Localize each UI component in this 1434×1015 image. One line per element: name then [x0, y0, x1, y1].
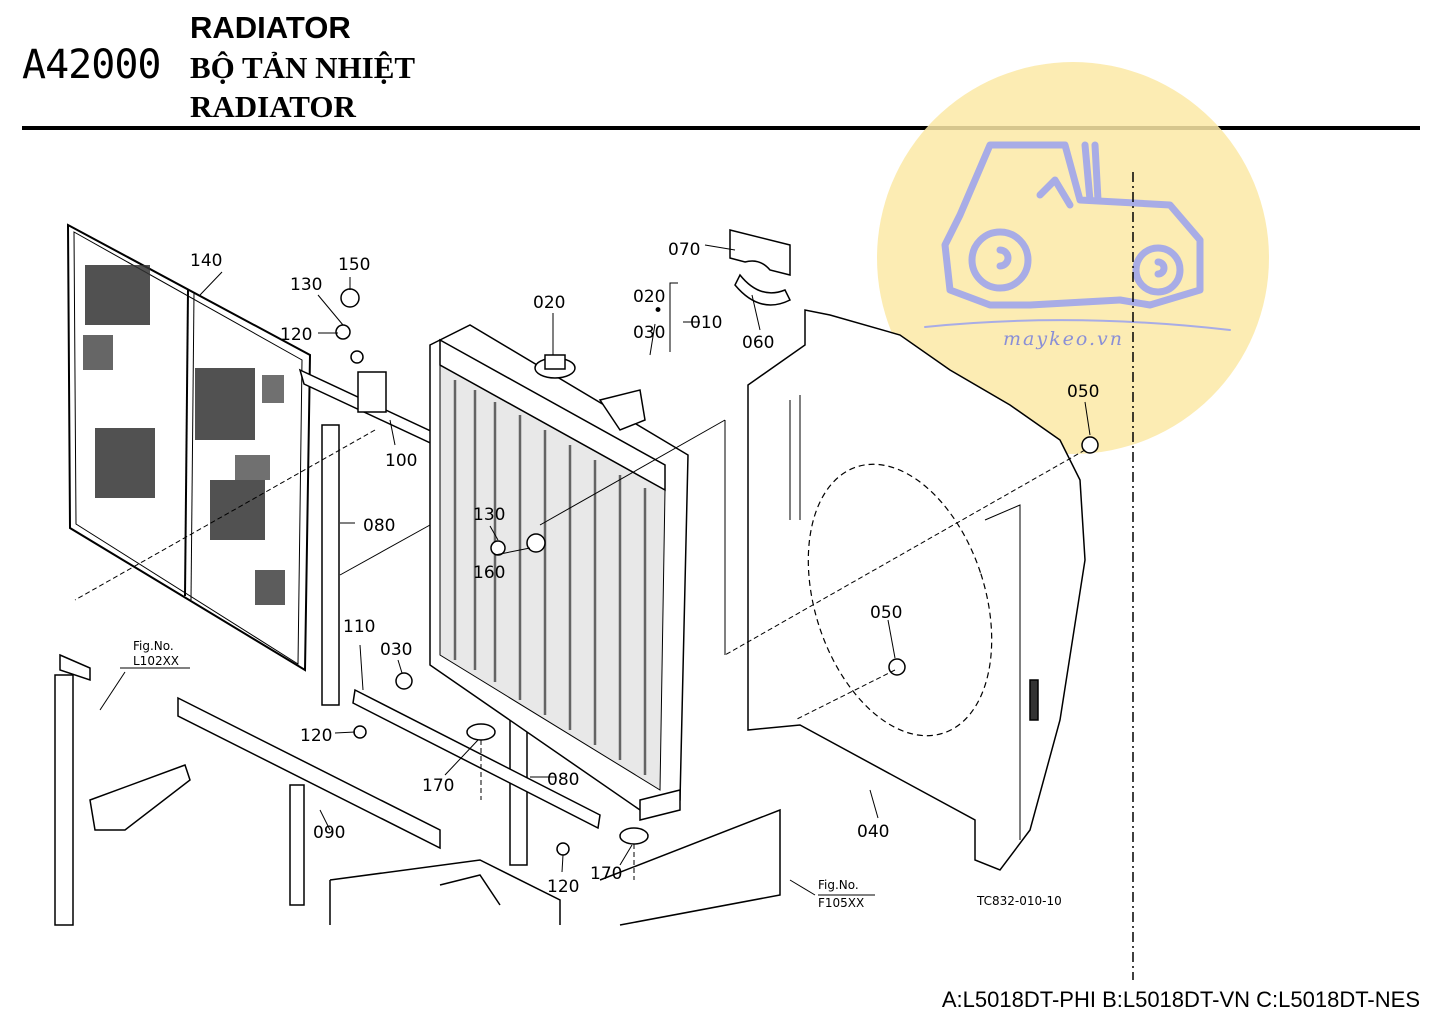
part-rod-080-left: [321, 424, 340, 706]
title-english-serif: RADIATOR: [190, 89, 356, 124]
watermark: maykeo.vn: [877, 62, 1269, 454]
callout-080-right: 080: [547, 770, 579, 790]
drawing-code: TC832-010-10: [976, 894, 1062, 908]
assembly-lines: [74, 429, 1086, 880]
part-shroud-040: [747, 309, 1086, 871]
cushion-170-right: [619, 827, 649, 845]
leader-lines: [99, 244, 1091, 896]
bolt-120-bottom: [556, 842, 570, 856]
callout-labels: 140 150 130 120 020 020 • 030 010 070 06…: [133, 240, 1099, 910]
callout-020-cap: 020: [533, 293, 565, 313]
callout-120-top: 120: [280, 325, 312, 345]
part-screen-140: [66, 223, 312, 672]
callout-130-top: 130: [290, 275, 322, 295]
callout-020-set: 020: [633, 287, 665, 307]
callout-050-mid: 050: [870, 603, 902, 623]
callout-170-right: 170: [590, 864, 622, 884]
callout-dot: •: [653, 301, 663, 321]
callout-120-bottom: 120: [547, 877, 579, 897]
cushion-170-left: [466, 723, 496, 741]
header-rule: [22, 126, 1420, 130]
callout-050-top: 050: [1067, 382, 1099, 402]
fig-ref-2-label: Fig.No.: [818, 878, 859, 892]
bolt-120-left: [353, 725, 367, 739]
frame-structure: [54, 653, 781, 926]
callout-090: 090: [313, 823, 345, 843]
solid-guides: [339, 419, 726, 655]
bolt-050-top: [1081, 436, 1099, 454]
clamp-150: [340, 288, 360, 308]
model-footer: A:L5018DT-PHI B:L5018DT-VN C:L5018DT-NES: [941, 987, 1420, 1012]
fig-ref-2-code: F105XX: [818, 896, 864, 910]
fig-ref-1-code: L102XX: [133, 654, 179, 668]
callout-170-left: 170: [422, 776, 454, 796]
part-bar-090: [177, 696, 441, 850]
tractor-logo-icon: [924, 141, 1231, 331]
watermark-text: maykeo.vn: [1003, 328, 1124, 350]
callout-060: 060: [742, 333, 774, 353]
callout-160: 160: [473, 563, 505, 583]
title-vietnamese: BỘ TẢN NHIỆT: [190, 50, 416, 85]
bolt-130-top: [335, 324, 351, 340]
callout-080-left: 080: [363, 516, 395, 536]
callout-100: 100: [385, 451, 417, 471]
callout-150: 150: [338, 255, 370, 275]
watermark-circle: [877, 62, 1269, 454]
part-bushing-070-060: [729, 229, 792, 306]
callout-030-set: 030: [633, 323, 665, 343]
bolt-130-mid: [490, 540, 506, 556]
callout-140: 140: [190, 251, 222, 271]
bolt-030: [395, 672, 413, 690]
bolt-050-mid: [888, 658, 906, 676]
callout-130-mid: 130: [473, 505, 505, 525]
part-bracket-110: [352, 688, 601, 830]
fasteners: [335, 288, 1099, 856]
callout-030-bolt: 030: [380, 640, 412, 660]
bolt-120-top: [350, 350, 364, 364]
page-code: A42000: [22, 42, 161, 88]
part-radiator-core: [429, 324, 689, 821]
callout-070: 070: [668, 240, 700, 260]
callout-120-left: 120: [300, 726, 332, 746]
fig-ref-1-label: Fig.No.: [133, 639, 174, 653]
clamp-160: [526, 533, 546, 553]
callout-010: 010: [690, 313, 722, 333]
callout-040: 040: [857, 822, 889, 842]
title-english: RADIATOR: [190, 10, 351, 45]
callout-110: 110: [343, 617, 375, 637]
